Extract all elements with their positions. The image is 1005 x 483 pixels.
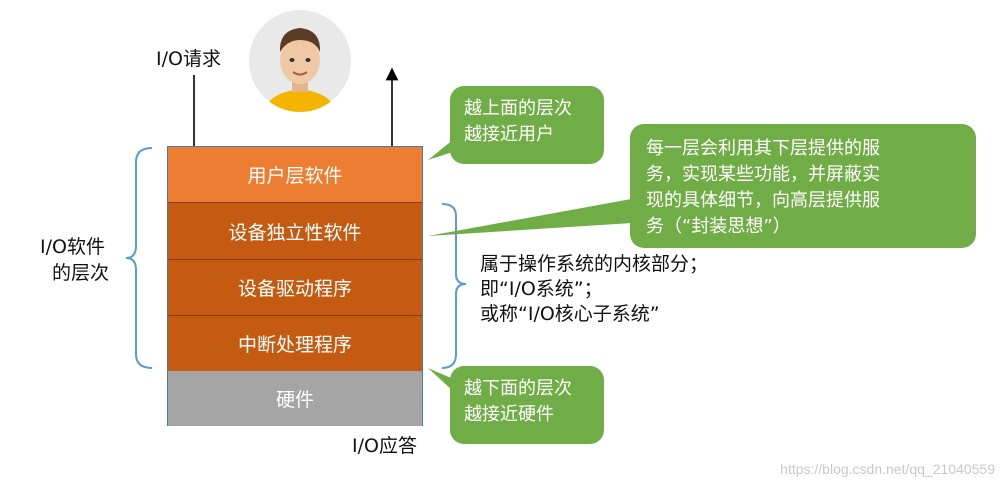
kernel-note-line3: 或称“I/O核心子系统”	[480, 303, 660, 325]
left-brace	[125, 147, 153, 369]
callout-lower-line1: 越下面的层次	[464, 378, 572, 399]
callout-service-line2: 务，实现某些功能，并屏蔽实	[646, 164, 880, 185]
io-layer-stack: 用户层软件 设备独立性软件 设备驱动程序 中断处理程序 硬件	[167, 146, 423, 426]
layer-hardware: 硬件	[168, 371, 422, 426]
callout-service-line4: 务（“封装思想”）	[646, 216, 791, 237]
person-avatar-icon	[249, 10, 351, 112]
kernel-note-line1: 属于操作系统的内核部分；	[480, 253, 709, 275]
layer-device-driver: 设备驱动程序	[168, 259, 422, 315]
callout-service-line3: 现的具体细节，向高层提供服	[646, 190, 880, 211]
callout-lower-line2: 越接近硬件	[464, 404, 554, 425]
io-response-label: I/O应答	[352, 435, 417, 457]
callout-upper-line2: 越接近用户	[464, 124, 554, 145]
layer-user-software: 用户层软件	[168, 147, 422, 202]
kernel-note-line2: 即“I/O系统”；	[480, 278, 603, 300]
kernel-note: 属于操作系统的内核部分； 即“I/O系统”； 或称“I/O核心子系统”	[480, 252, 708, 327]
callout-upper-closer-to-user: 越上面的层次 越接近用户	[450, 86, 604, 164]
side-label-line2: 的层次	[52, 262, 110, 284]
callout-service-line1: 每一层会利用其下层提供的服	[646, 138, 880, 159]
callout-encapsulation: 每一层会利用其下层提供的服 务，实现某些功能，并屏蔽实 现的具体细节，向高层提供…	[630, 124, 976, 248]
callout-lower-closer-to-hardware: 越下面的层次 越接近硬件	[450, 366, 604, 444]
watermark: https://blog.csdn.net/qq_21040559	[780, 461, 995, 477]
io-request-label: I/O请求	[156, 48, 221, 70]
callout-upper-line1: 越上面的层次	[464, 98, 572, 119]
layer-device-independent-software: 设备独立性软件	[168, 202, 422, 259]
layer-interrupt-handler: 中断处理程序	[168, 315, 422, 371]
right-brace	[441, 203, 467, 369]
side-label-line1: I/O软件	[40, 236, 105, 258]
